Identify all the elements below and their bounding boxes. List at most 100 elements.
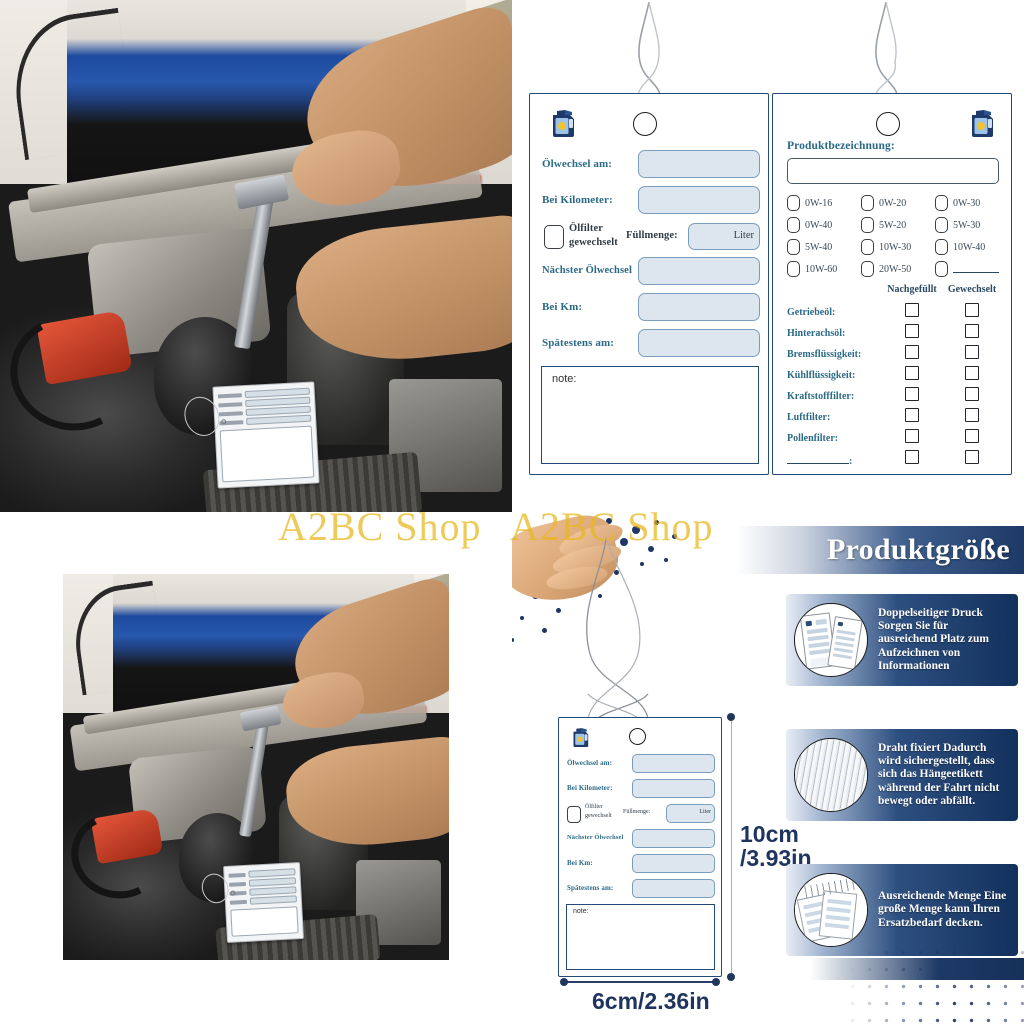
- label-bei-kilometer: Bei Kilometer:: [567, 784, 613, 792]
- checkbox-nachgefuellt[interactable]: [905, 366, 919, 380]
- label-bei-km: Bei Km:: [542, 301, 583, 313]
- checkbox-gewechselt[interactable]: [965, 429, 979, 443]
- grade-write-in-line[interactable]: [953, 261, 999, 273]
- checkbox-grade[interactable]: [787, 195, 800, 212]
- checkbox-gewechselt[interactable]: [965, 324, 979, 338]
- input-bei-kilometer[interactable]: [632, 779, 715, 798]
- label-produktbezeichnung: Produktbezeichnung:: [787, 140, 895, 152]
- input-bei-kilometer[interactable]: [638, 186, 760, 214]
- label-oelwechsel-am: Ölwechsel am:: [567, 759, 613, 767]
- label-naechster-oelwechsel: Nächster Ölwechsel: [542, 265, 632, 276]
- checkbox-grade[interactable]: [861, 239, 874, 256]
- checkbox-gewechselt[interactable]: [965, 450, 979, 464]
- field-row-next-km: Bei Km:: [567, 854, 715, 875]
- input-spaetestens-am[interactable]: [632, 879, 715, 898]
- checkbox-gewechselt[interactable]: [965, 345, 979, 359]
- feature-text: Ausreichende Menge Eine große Menge kann…: [878, 890, 1007, 929]
- field-row-next-oil-change: Nächster Ölwechsel: [567, 829, 715, 850]
- field-row-next-oil-change: Nächster Ölwechsel: [542, 257, 760, 287]
- checkbox-grade[interactable]: [861, 217, 874, 234]
- label-oelfilter-line2: gewechselt: [585, 813, 612, 819]
- checkbox-nachgefuellt[interactable]: [905, 303, 919, 317]
- note-area-front[interactable]: note:: [541, 366, 759, 464]
- label-fuellmenge: Füllmenge:: [623, 809, 651, 815]
- feature-sufficient-quantity: Ausreichende Menge Eine große Menge kann…: [786, 864, 1018, 956]
- table-row: Hinterachsöl:: [787, 323, 1001, 344]
- engine-bay-photo-top: [0, 0, 512, 512]
- input-oelwechsel-am[interactable]: [632, 754, 715, 773]
- tag-row: [229, 894, 298, 906]
- tag-row: [229, 885, 297, 897]
- checkbox-grade[interactable]: [861, 261, 874, 278]
- row-label: :: [849, 455, 853, 467]
- checkbox-grade[interactable]: [935, 261, 948, 278]
- input-produktbezeichnung[interactable]: [787, 158, 999, 184]
- tag-card-back: Produktbezeichnung: 0W-16 0W-20 0W-30 0W…: [772, 93, 1012, 475]
- input-naechster-oelwechsel[interactable]: [632, 829, 715, 848]
- grade-label: 0W-40: [805, 219, 833, 231]
- checkbox-grade[interactable]: [787, 217, 800, 234]
- tag-card-size-reference: Ölwechsel am: Bei Kilometer: Ölfilter ge…: [558, 717, 722, 977]
- grade-label: 5W-20: [879, 219, 907, 231]
- checkbox-nachgefuellt[interactable]: [905, 429, 919, 443]
- viscosity-grade-grid: 0W-16 0W-20 0W-30 0W-40 5W-20 5W-30 5W-4…: [787, 192, 1001, 280]
- fluids-table-header: Nachgefüllt Gewechselt: [787, 284, 1001, 302]
- grade-label: 0W-20: [879, 197, 907, 209]
- height-label-line2: /3.93in: [740, 845, 812, 871]
- oil-can-icon: [573, 728, 589, 747]
- feature-text: Doppelseitiger Druck Sorgen Sie für ausr…: [878, 606, 989, 672]
- width-measure-line: [564, 981, 716, 983]
- checkbox-nachgefuellt[interactable]: [905, 324, 919, 338]
- checkbox-oelfilter-gewechselt[interactable]: [544, 225, 564, 249]
- height-dot-top: [727, 713, 735, 721]
- checkbox-grade[interactable]: [935, 217, 948, 234]
- field-row-oilfilter-fillamount: Ölfilter gewechselt Füllmenge: Liter: [542, 222, 760, 254]
- oil-can-icon: [553, 110, 574, 137]
- row-label: Hinterachsöl:: [787, 328, 846, 339]
- input-fuellmenge[interactable]: Liter: [666, 804, 715, 823]
- input-bei-km[interactable]: [638, 293, 760, 321]
- label-bei-kilometer: Bei Kilometer:: [542, 194, 613, 206]
- grade-label: 10W-30: [879, 241, 912, 253]
- label-naechster-oelwechsel: Nächster Ölwechsel: [567, 834, 624, 841]
- checkbox-gewechselt[interactable]: [965, 303, 979, 317]
- double-sided-print-tags-icon: [794, 603, 868, 677]
- checkbox-grade[interactable]: [861, 195, 874, 212]
- tag-hole-in-photo: [229, 890, 236, 896]
- wire-loop-graphic: [586, 537, 649, 719]
- input-oelwechsel-am[interactable]: [638, 150, 760, 178]
- input-spaetestens-am[interactable]: [638, 329, 760, 357]
- checkbox-grade[interactable]: [787, 239, 800, 256]
- checkbox-grade[interactable]: [935, 195, 948, 212]
- grade-row: 10W-60 20W-50: [787, 258, 1001, 280]
- custom-row-write-in-line[interactable]: [787, 452, 849, 464]
- grade-row: 5W-40 10W-30 10W-40: [787, 236, 1001, 258]
- checkbox-nachgefuellt[interactable]: [905, 345, 919, 359]
- checkbox-nachgefuellt[interactable]: [905, 408, 919, 422]
- field-row-latest-date: Spätestens am:: [542, 329, 760, 359]
- checkbox-gewechselt[interactable]: [965, 366, 979, 380]
- field-row-kilometer: Bei Kilometer:: [542, 186, 760, 216]
- checkbox-gewechselt[interactable]: [965, 387, 979, 401]
- panel-title: Produktgröße: [826, 533, 1010, 566]
- checkbox-grade[interactable]: [787, 261, 800, 278]
- checkbox-gewechselt[interactable]: [965, 408, 979, 422]
- checkbox-nachgefuellt[interactable]: [905, 450, 919, 464]
- input-naechster-oelwechsel[interactable]: [638, 257, 760, 285]
- height-label-line1: 10cm: [740, 821, 799, 847]
- feature-text: Draht fixiert Dadurch wird sichergestell…: [878, 741, 1000, 807]
- tag-row: [228, 867, 296, 879]
- checkbox-oelfilter-gewechselt[interactable]: [567, 806, 581, 823]
- height-dot-bottom: [727, 973, 735, 981]
- input-bei-km[interactable]: [632, 854, 715, 873]
- checkbox-grade[interactable]: [935, 239, 948, 256]
- note-area-size-reference[interactable]: note:: [566, 904, 715, 970]
- field-row-oil-change-date: Ölwechsel am:: [542, 150, 760, 180]
- header-nachgefuellt: Nachgefüllt: [887, 284, 937, 295]
- input-fuellmenge[interactable]: Liter: [688, 223, 760, 250]
- oil-can-icon: [972, 110, 993, 137]
- field-row-oil-change-date: Ölwechsel am:: [567, 754, 715, 775]
- checkbox-nachgefuellt[interactable]: [905, 387, 919, 401]
- tag-hole-front: [633, 112, 657, 136]
- grade-label: 0W-30: [953, 197, 981, 209]
